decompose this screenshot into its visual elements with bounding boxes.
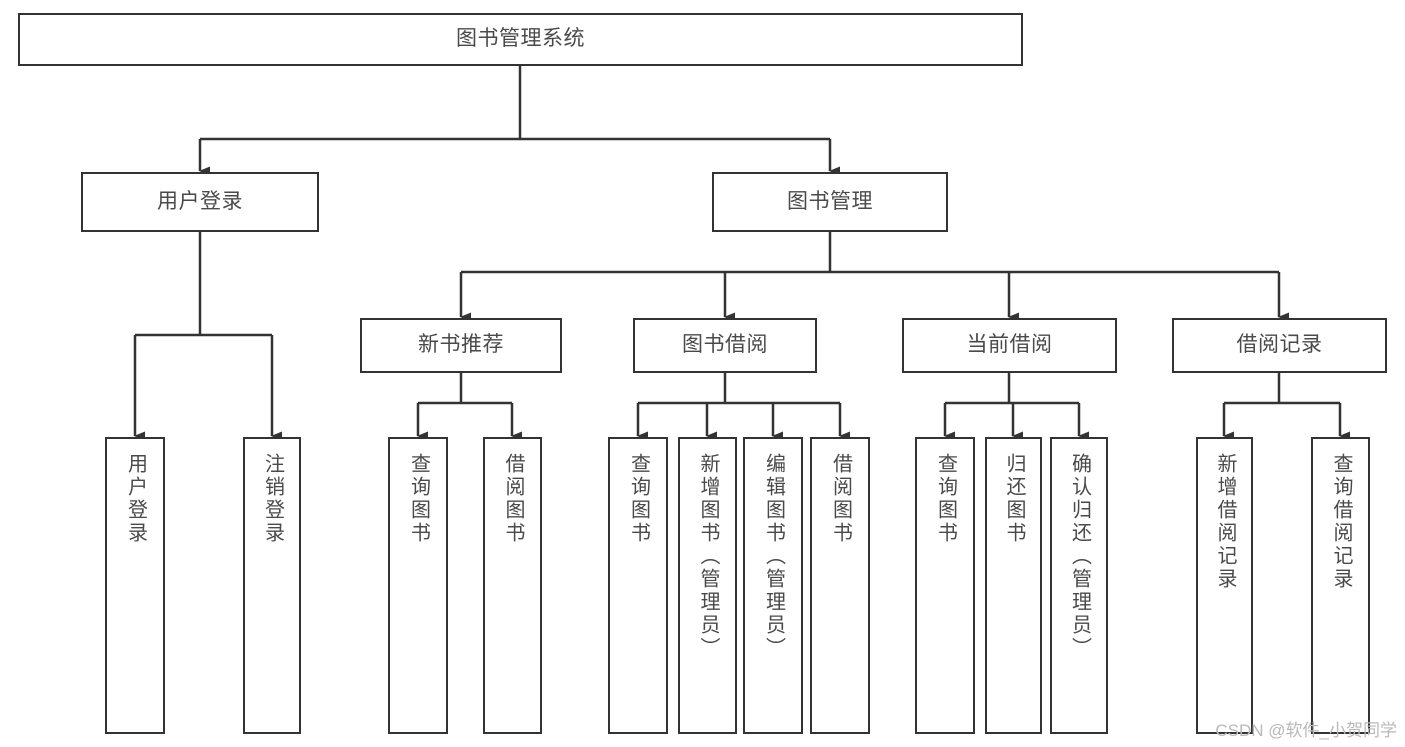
connector-lines: [133, 66, 1350, 441]
node-label: 确认归还（管理员）: [1068, 453, 1091, 660]
node-label: 新增图书（管理员）: [697, 453, 719, 660]
node-leaf-6-编辑图书（管理员）[interactable]: 编辑图书（管理员）: [743, 437, 803, 734]
node-leaf-9-归还图书[interactable]: 归还图书: [985, 437, 1042, 734]
node-leaf-7-借阅图书[interactable]: 借阅图书: [810, 437, 870, 734]
node-label: 借阅图书: [829, 453, 852, 545]
node-leaf-1-注销登录[interactable]: 注销登录: [243, 437, 301, 734]
node-label: 借阅记录: [1236, 333, 1323, 357]
node-level3-图书借阅[interactable]: 图书借阅: [633, 318, 817, 373]
node-leaf-3-借阅图书[interactable]: 借阅图书: [483, 437, 542, 734]
node-label: 查询借阅记录: [1330, 453, 1352, 591]
node-label: 当前借阅: [966, 333, 1053, 357]
node-label: 注销登录: [261, 453, 284, 545]
node-level3-借阅记录[interactable]: 借阅记录: [1172, 318, 1387, 373]
node-leaf-4-查询图书[interactable]: 查询图书: [608, 437, 668, 734]
node-label: 编辑图书（管理员）: [762, 453, 785, 660]
node-label: 新增借阅记录: [1214, 453, 1236, 591]
node-leaf-8-查询图书[interactable]: 查询图书: [915, 437, 975, 734]
node-leaf-2-查询图书[interactable]: 查询图书: [388, 437, 448, 734]
node-label: 查询图书: [407, 453, 430, 545]
node-leaf-10-确认归还（管理员）[interactable]: 确认归还（管理员）: [1050, 437, 1108, 734]
node-label: 新书推荐: [418, 333, 504, 357]
node-label: 用户登录: [157, 189, 243, 213]
node-leaf-12-查询借阅记录[interactable]: 查询借阅记录: [1311, 437, 1370, 734]
node-level3-当前借阅[interactable]: 当前借阅: [902, 318, 1117, 373]
node-label: 图书借阅: [682, 333, 768, 357]
node-leaf-0-用户登录[interactable]: 用户登录: [105, 437, 165, 734]
node-level2-用户登录[interactable]: 用户登录: [81, 172, 319, 232]
node-level2-图书管理[interactable]: 图书管理: [712, 172, 948, 232]
node-label: 图书管理系统: [456, 27, 585, 51]
node-level3-新书推荐[interactable]: 新书推荐: [360, 318, 562, 373]
node-leaf-5-新增图书（管理员）[interactable]: 新增图书（管理员）: [678, 437, 737, 734]
node-label: 查询图书: [627, 453, 650, 545]
node-leaf-11-新增借阅记录[interactable]: 新增借阅记录: [1196, 437, 1253, 734]
node-label: 图书管理: [787, 189, 873, 213]
node-label: 归还图书: [1003, 453, 1025, 545]
node-label: 用户登录: [124, 453, 147, 545]
node-label: 借阅图书: [502, 453, 524, 545]
node-label: 查询图书: [934, 453, 957, 545]
node-root-图书管理系统[interactable]: 图书管理系统: [18, 13, 1023, 66]
